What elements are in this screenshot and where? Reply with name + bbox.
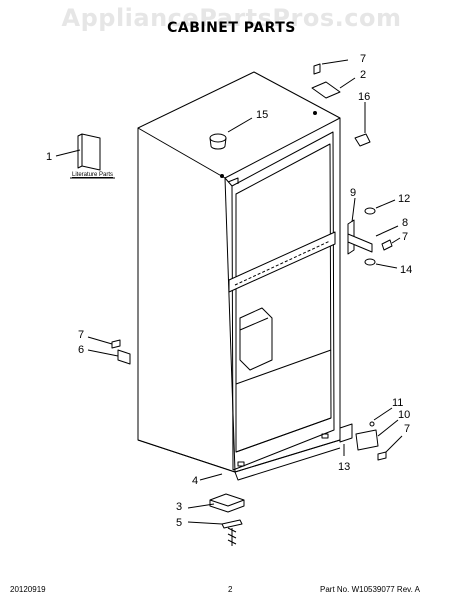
callout-7-center: 7 (402, 231, 408, 243)
callout-1: 1 (46, 151, 52, 163)
watermark: AppliancePartsPros.com (61, 4, 402, 32)
callout-7-top: 7 (360, 53, 366, 65)
callout-12: 12 (398, 193, 410, 205)
page-title: CABINET PARTS (167, 20, 296, 36)
callout-7-lower: 7 (404, 423, 410, 435)
callout-4: 4 (192, 475, 198, 487)
callout-10: 10 (398, 409, 410, 421)
callout-16: 16 (358, 91, 370, 103)
callout-5: 5 (176, 517, 182, 529)
callout-3: 3 (176, 501, 182, 513)
callout-15: 15 (256, 109, 268, 121)
footer-page-number: 2 (228, 585, 233, 594)
callout-2: 2 (360, 69, 366, 81)
callout-8: 8 (402, 217, 408, 229)
literature-parts-label: Literature Parts (72, 172, 113, 178)
literature-part-icon (55, 133, 115, 179)
callout-6: 6 (78, 344, 84, 356)
leveling-parts (187, 473, 245, 546)
left-side-parts (87, 336, 131, 365)
lower-hinge-assembly (339, 407, 403, 461)
callout-11: 11 (392, 397, 403, 409)
footer-date: 20120919 (10, 585, 46, 594)
callout-labels: 7 2 16 15 1 Literature Parts 9 12 8 7 14… (46, 53, 412, 529)
callout-7-left: 7 (78, 329, 84, 341)
center-hinge-assembly (347, 197, 401, 269)
callout-13: 13 (338, 461, 350, 473)
callout-14: 14 (400, 264, 412, 276)
footer-part-number: Part No. W10539077 Rev. A (320, 585, 420, 594)
cabinet-body (137, 71, 341, 481)
callout-9: 9 (350, 187, 356, 199)
top-hinge-assembly (311, 59, 371, 147)
top-cap-part (209, 117, 253, 150)
